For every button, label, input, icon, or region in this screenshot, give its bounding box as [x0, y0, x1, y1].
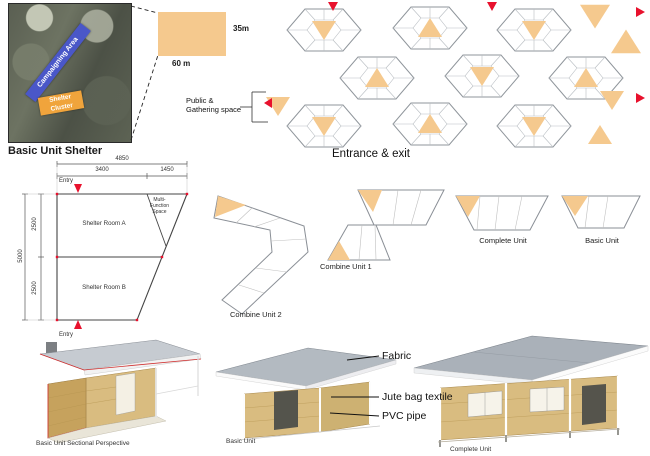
combine-unit-1-plan	[327, 189, 445, 261]
shelter-cluster-label: Shelter Cluster	[37, 90, 85, 116]
jute-label: Jute bag textile	[382, 391, 453, 403]
cell-grid-lines	[476, 195, 523, 231]
complete-unit-label: Complete Unit	[479, 236, 527, 245]
basic-unit-caption: Basic Unit	[226, 438, 256, 445]
combine-unit-2-label: Combine Unit 2	[230, 310, 282, 319]
combine-unit-2-plan	[213, 195, 309, 315]
gathering-triangle-icon	[358, 190, 382, 212]
dimension-lines	[22, 161, 188, 321]
fabric-label: Fabric	[382, 350, 412, 362]
pvc-frame	[438, 376, 620, 444]
gathering-triangle-icon	[562, 196, 588, 216]
complete-unit-sketch: Complete Unit	[410, 330, 650, 456]
gathering-triangle-icon	[215, 196, 246, 217]
plan-outline	[56, 193, 188, 321]
site-plan-drawing	[264, 2, 645, 148]
combine-unit-2: Combine Unit 2	[196, 190, 316, 325]
footprint-width-label: 35m	[233, 24, 250, 33]
shelter-cluster-footprint	[158, 12, 226, 56]
pvc-label: PVC pipe	[382, 410, 427, 422]
aerial-photo: Campaigning Area Shelter Cluster	[8, 3, 132, 143]
shelter-room-b-label: Shelter Room B	[82, 284, 126, 291]
footprint-depth-label: 60 m	[172, 59, 191, 68]
sectional-perspective-sketch: Basic Unit Sectional Perspective	[8, 336, 210, 450]
roof	[39, 339, 202, 376]
dim-room-b-depth: 2500	[32, 281, 38, 295]
entry-arrow-icons	[74, 184, 82, 329]
shelter-room-a-label: Shelter Room A	[82, 220, 126, 227]
cell-grid-lines	[584, 195, 609, 229]
dim-room-width: 3400	[95, 167, 109, 173]
combine-unit-1: Combine Unit 1	[318, 186, 450, 274]
entrance-exit-label: Entrance & exit	[332, 148, 410, 160]
floor-and-frame	[47, 356, 199, 444]
dim-multi-width: 1450	[160, 167, 174, 173]
combine-unit-1-label: Combine Unit 1	[320, 262, 372, 271]
walls	[47, 367, 157, 439]
corner-marker-icons	[55, 192, 189, 322]
basic-unit-floor-plan: 4850 3400 1450 5000 2500 2500 Entry Entr…	[15, 156, 200, 348]
entrance-exit-arrow-icons	[264, 2, 645, 108]
gathering-triangle-icon	[456, 196, 480, 217]
entry-bottom-label: Entry	[58, 332, 73, 338]
dim-overall-depth: 5000	[18, 249, 24, 263]
dim-room-a-depth: 2500	[32, 217, 38, 231]
dim-overall-width: 4850	[115, 156, 129, 162]
entry-top-label: Entry	[58, 178, 73, 184]
sectional-caption: Basic Unit Sectional Perspective	[36, 440, 130, 447]
complete-unit-caption: Complete Unit	[450, 446, 492, 453]
callout-dashed-lines	[130, 5, 159, 141]
walls	[237, 381, 381, 441]
cell-grid-lines	[235, 207, 307, 294]
section-title: Basic Unit Shelter	[8, 145, 103, 157]
basic-unit-sketch: Basic Unit	[212, 342, 402, 448]
basic-unit: Basic Unit	[556, 190, 648, 248]
complete-unit: Complete Unit	[452, 190, 554, 248]
basic-unit-label: Basic Unit	[585, 236, 619, 245]
gathering-triangle-icon	[328, 241, 350, 260]
public-gathering-space-label: Public & Gathering space	[186, 96, 242, 115]
multi-function-space-label: Multi-Function Space	[149, 197, 170, 215]
walls	[439, 375, 619, 441]
shelter-unit-clusters	[286, 6, 624, 148]
